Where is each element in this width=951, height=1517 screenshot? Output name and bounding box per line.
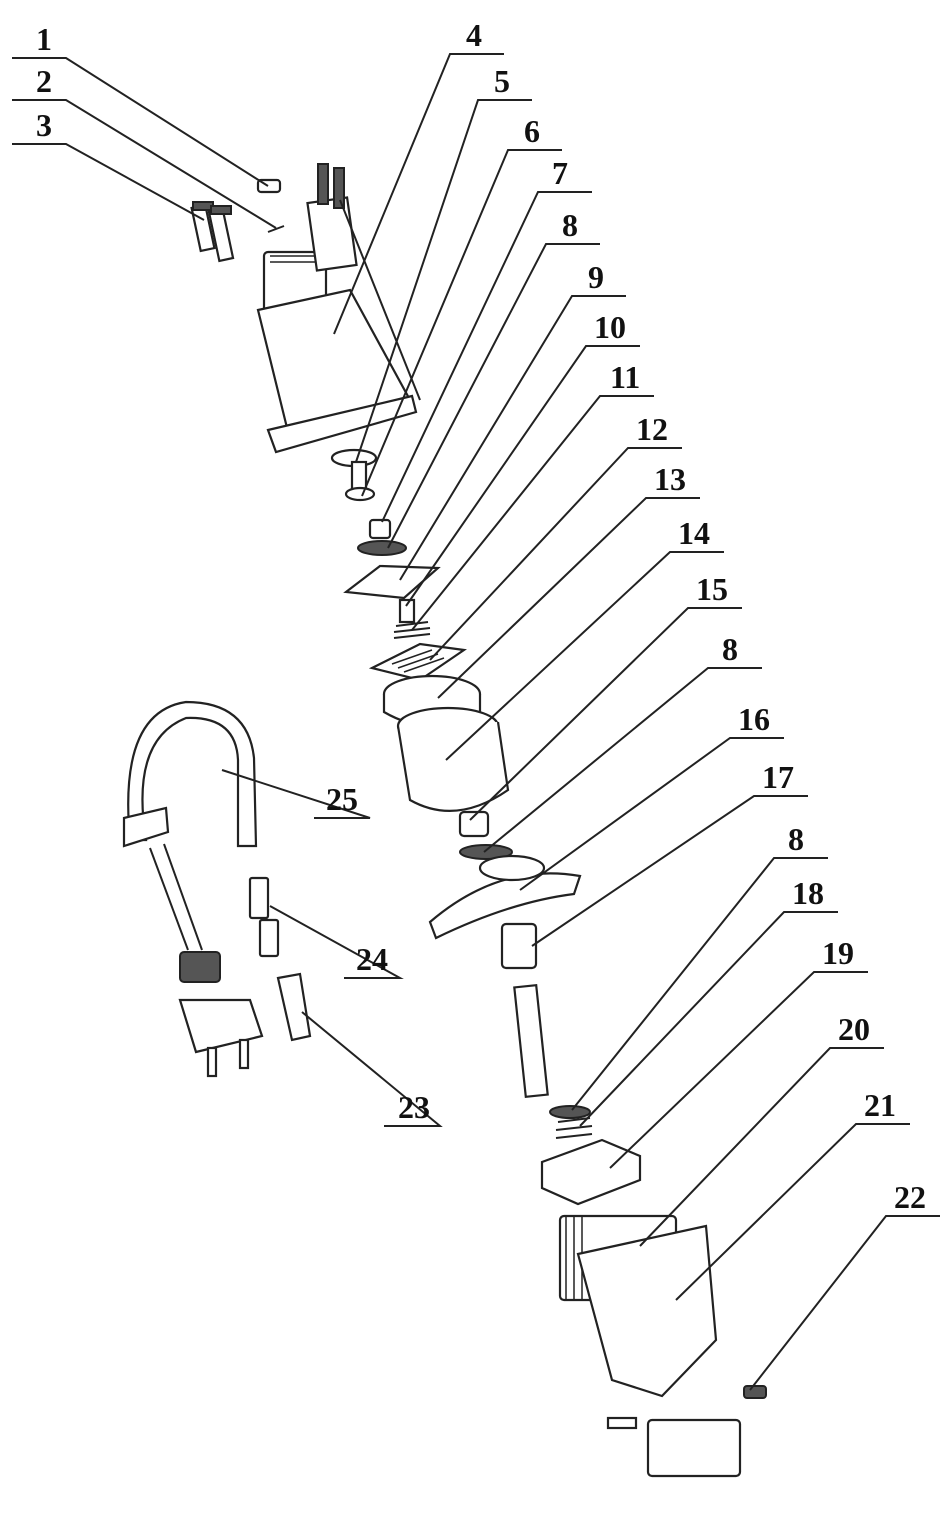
callout-3: 1 (36, 21, 52, 57)
part-9-disc (343, 564, 441, 600)
callout-23: 23 (398, 1089, 430, 1125)
part-21-lower-housing (576, 1224, 742, 1478)
callout-15: 15 (696, 571, 728, 607)
part-25-power-cord (122, 700, 264, 1078)
callout-18: 18 (792, 875, 824, 911)
callout-20: 20 (838, 1011, 870, 1047)
part-8-washer-top (357, 540, 407, 556)
callout-6: 6 (524, 113, 540, 149)
part-1-terminal-pins (190, 201, 235, 263)
part-24-connector (248, 876, 280, 958)
part-4-upper-housing (256, 163, 421, 454)
callout-5: 5 (494, 63, 510, 99)
callout-labels: 1 2 3 4 5 6 7 8 9 10 11 12 13 14 15 8 16… (36, 17, 926, 1215)
callout-8: 8 (562, 207, 578, 243)
callout-2: 2 (36, 63, 52, 99)
part-17-sleeve (500, 922, 538, 970)
callout-7: 7 (552, 155, 568, 191)
part-23-terminal (276, 972, 312, 1042)
part-18-shaft (513, 983, 593, 1139)
callout-4: 4 (466, 17, 482, 53)
part-5-stem (330, 448, 378, 502)
callout-9: 9 (588, 259, 604, 295)
part-10-pin (393, 598, 431, 639)
callout-24: 24 (356, 941, 388, 977)
callout-17: 17 (762, 759, 794, 795)
leader-lines (12, 53, 940, 1391)
callout-12: 12 (636, 411, 668, 447)
part-16-flange (428, 854, 582, 940)
part-12-plate (368, 642, 467, 682)
callout-22: 22 (894, 1179, 926, 1215)
part-8-nut-middle (458, 810, 513, 860)
callout-21: 21 (864, 1087, 896, 1123)
part-22-screw (743, 1385, 767, 1399)
callout-14: 14 (678, 515, 710, 551)
callout-11: 11 (610, 359, 640, 395)
part-14-cylinder (396, 706, 510, 812)
callout-16: 16 (738, 701, 770, 737)
part-2-clip (267, 225, 285, 233)
callout-8c: 8 (788, 821, 804, 857)
part-19-switch-block (540, 1138, 642, 1206)
callout-8b: 8 (722, 631, 738, 667)
callout-25: 25 (326, 781, 358, 817)
callout-10: 10 (594, 309, 626, 345)
callout-1: 3 (36, 107, 52, 143)
part-7-nut (368, 518, 392, 540)
callout-19: 19 (822, 935, 854, 971)
callout-13: 13 (654, 461, 686, 497)
